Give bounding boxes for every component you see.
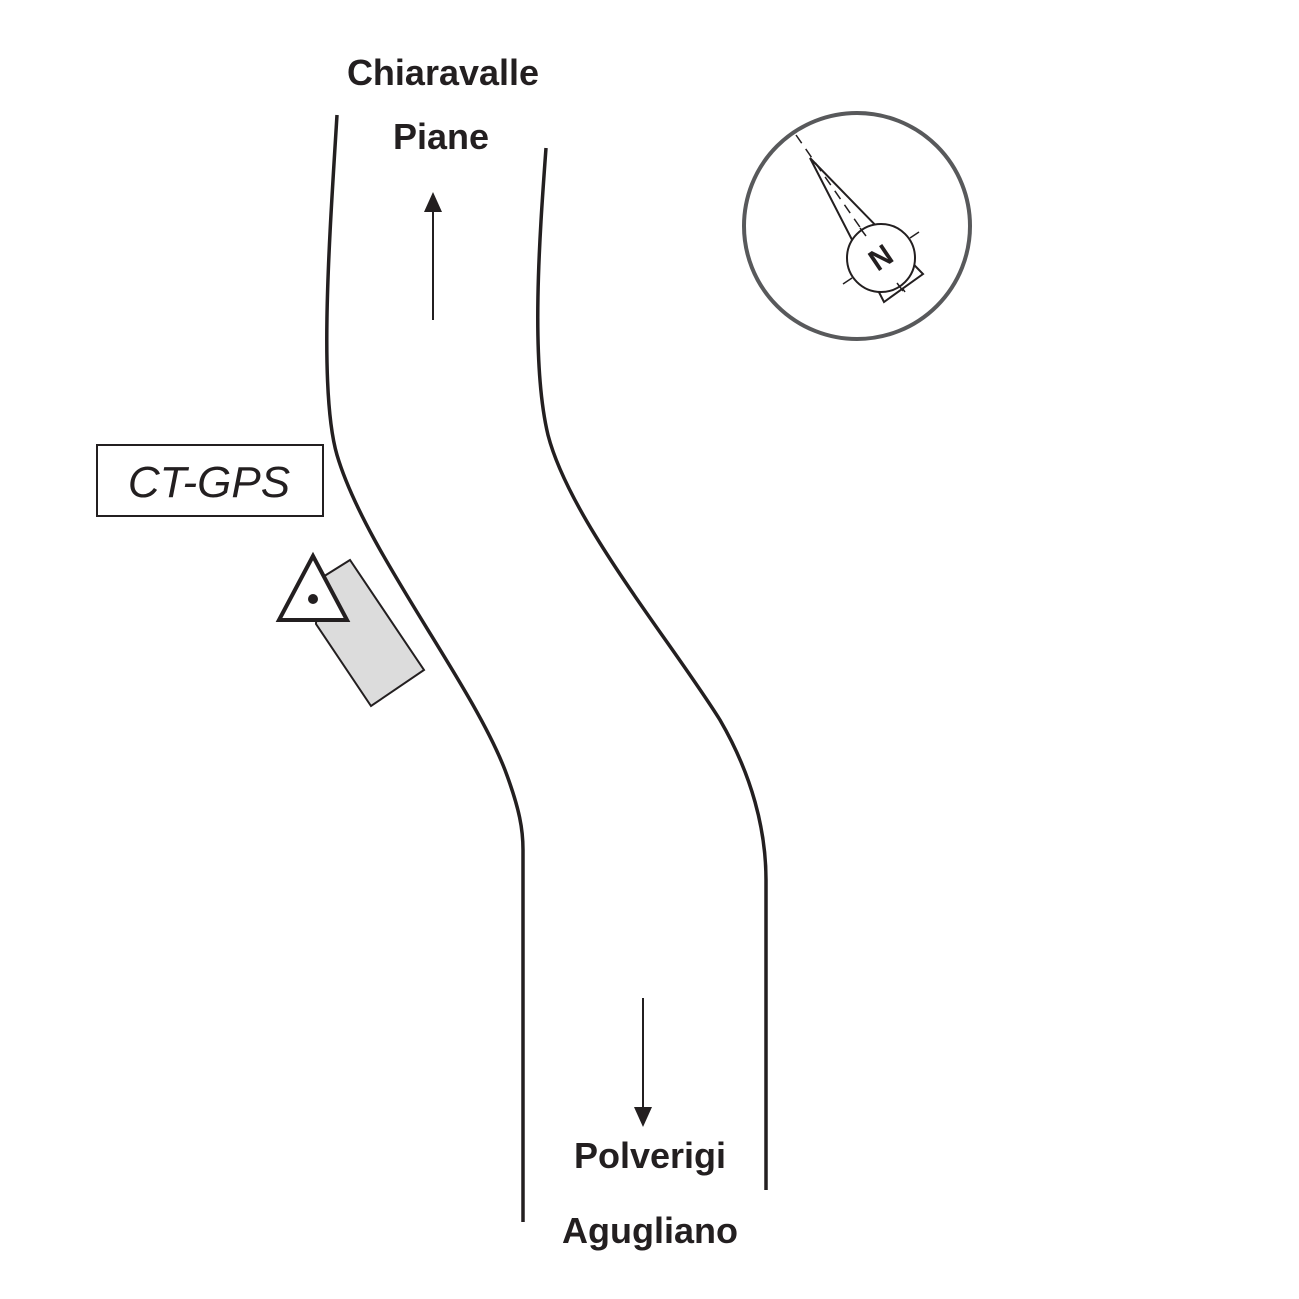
- compass-icon: N: [742, 111, 972, 341]
- north-destination-sublabel: Piane: [393, 116, 489, 157]
- road-edge-west: [325, 114, 525, 1222]
- station-building: [314, 558, 426, 708]
- south-destination-label: Polverigi: [574, 1135, 726, 1176]
- north-destination-label: Chiaravalle: [347, 52, 539, 93]
- station-label: CT-GPS: [128, 458, 290, 507]
- triangle-dot-icon: [275, 551, 351, 622]
- road-edge-east: [536, 147, 768, 1190]
- arrow-up-icon: [424, 192, 442, 320]
- arrow-down-icon: [634, 998, 652, 1127]
- station-label-box: CT-GPS: [96, 444, 324, 517]
- south-destination-sublabel: Agugliano: [562, 1210, 738, 1251]
